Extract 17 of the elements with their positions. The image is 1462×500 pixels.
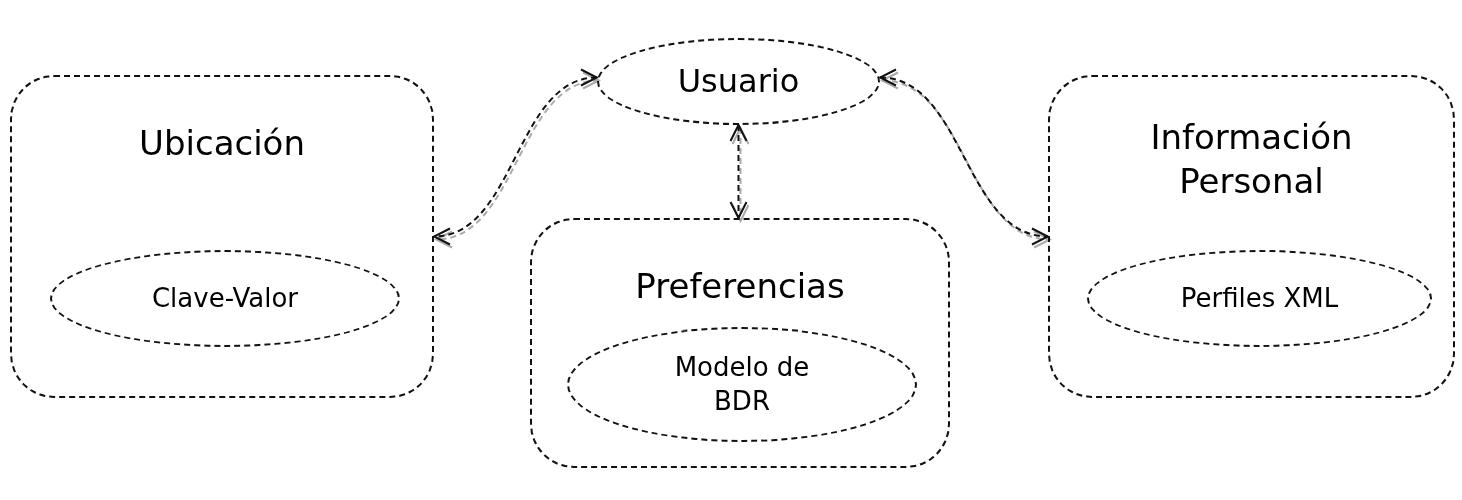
double-arrow <box>879 71 1049 243</box>
node-label: Perfiles XML <box>1180 281 1339 315</box>
rounded-box <box>10 75 434 398</box>
rounded-box <box>530 218 950 468</box>
ellipse-node <box>1087 250 1432 347</box>
box-title: Ubicación <box>139 122 305 165</box>
box-title: Preferencias <box>635 265 845 308</box>
node-label: Clave-Valor <box>151 281 299 315</box>
node-label: Usuario <box>677 60 800 102</box>
double-arrow <box>729 124 748 219</box>
rounded-box <box>1048 75 1455 398</box>
node-label: Modelo de BDR <box>673 350 811 418</box>
ellipse-node <box>567 327 917 442</box>
box-title: Información Personal <box>1149 116 1354 204</box>
ellipse-node <box>597 38 880 125</box>
double-arrow <box>433 71 598 243</box>
ellipse-node <box>50 250 400 347</box>
